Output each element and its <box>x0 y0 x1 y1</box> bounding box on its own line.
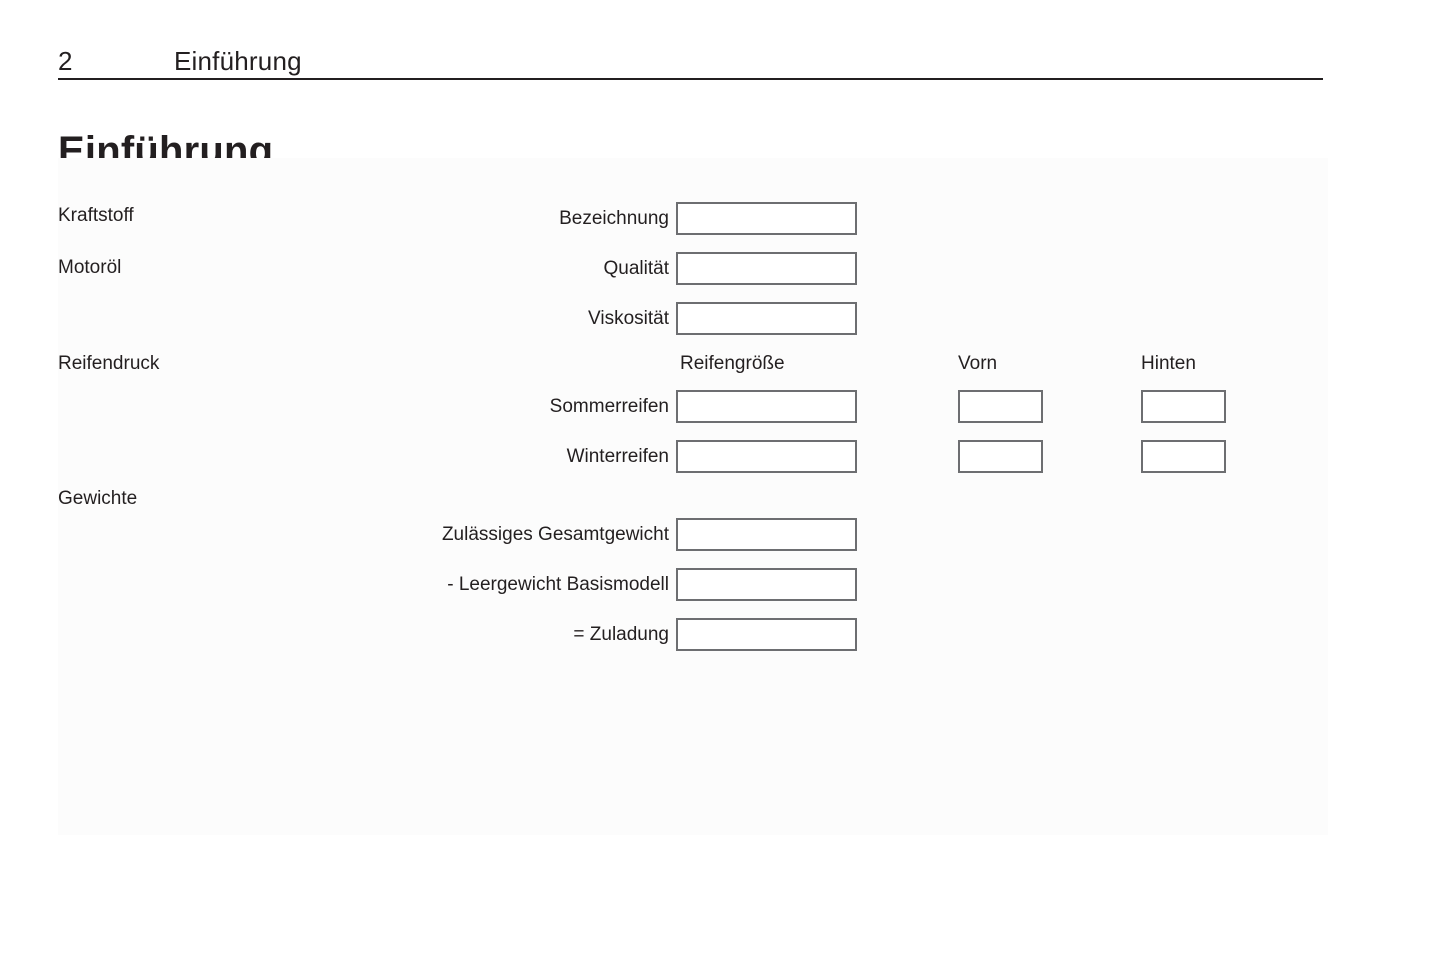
specification-form-panel: Kraftstoff Motoröl Reifendruck Gewichte … <box>58 158 1328 835</box>
input-winterreifen-rear[interactable] <box>1141 440 1226 473</box>
page-number: 2 <box>58 46 73 76</box>
input-qualitaet[interactable] <box>676 252 857 285</box>
header-divider <box>58 78 1323 80</box>
label-zuladung: = Zuladung <box>573 624 669 645</box>
input-zulaessiges-gesamtgewicht[interactable] <box>676 518 857 551</box>
label-sommerreifen: Sommerreifen <box>549 396 669 417</box>
label-viskositaet: Viskosität <box>588 308 669 329</box>
page-header: 2 Einführung <box>58 46 1323 80</box>
header-chapter-name: Einführung <box>174 46 302 76</box>
section-label-engine-oil: Motoröl <box>58 257 122 278</box>
input-winterreifen-front[interactable] <box>958 440 1043 473</box>
section-label-tyre-pressure: Reifendruck <box>58 353 160 374</box>
label-leergewicht-basismodell: - Leergewicht Basismodell <box>447 574 669 595</box>
input-sommerreifen-front[interactable] <box>958 390 1043 423</box>
label-qualitaet: Qualität <box>603 258 669 279</box>
input-bezeichnung[interactable] <box>676 202 857 235</box>
input-sommerreifen-rear[interactable] <box>1141 390 1226 423</box>
input-viskositaet[interactable] <box>676 302 857 335</box>
section-label-weights: Gewichte <box>58 488 138 509</box>
column-header-hinten: Hinten <box>1141 353 1196 374</box>
input-winterreifen-size[interactable] <box>676 440 857 473</box>
section-label-fuel: Kraftstoff <box>58 205 134 226</box>
input-leergewicht-basismodell[interactable] <box>676 568 857 601</box>
label-zulaessiges-gesamtgewicht: Zulässiges Gesamtgewicht <box>441 524 669 545</box>
column-header-reifengroesse: Reifengröße <box>680 353 785 374</box>
input-zuladung[interactable] <box>676 618 857 651</box>
input-sommerreifen-size[interactable] <box>676 390 857 423</box>
label-bezeichnung: Bezeichnung <box>559 208 669 229</box>
column-header-vorn: Vorn <box>958 353 998 374</box>
label-winterreifen: Winterreifen <box>566 446 669 467</box>
